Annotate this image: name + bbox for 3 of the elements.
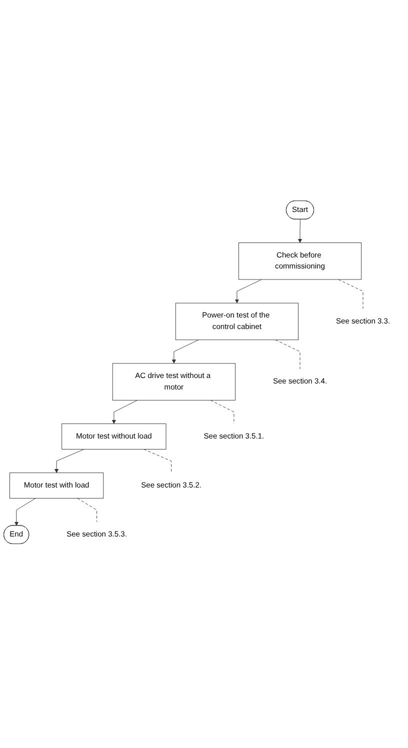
connector	[210, 400, 234, 424]
connector	[77, 498, 97, 522]
connector	[143, 448, 172, 473]
